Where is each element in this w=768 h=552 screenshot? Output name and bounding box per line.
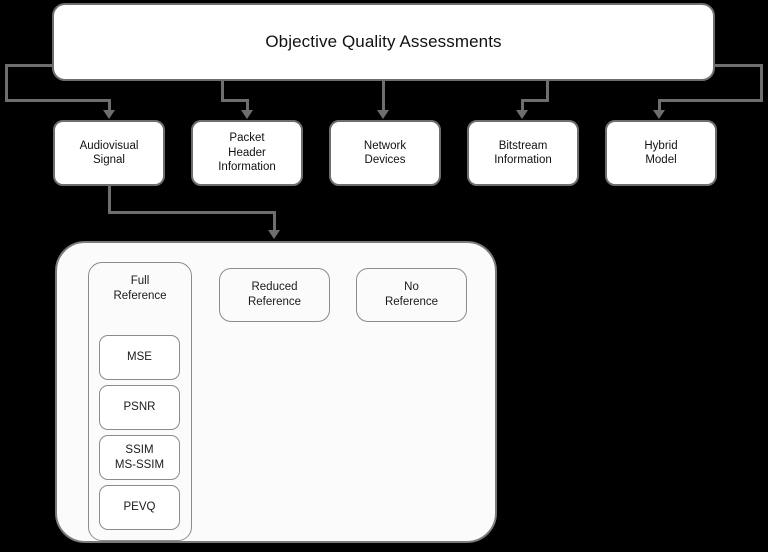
connector-root-to-packet-h1 <box>221 99 249 102</box>
connector-root-to-hybrid-h1 <box>714 64 763 67</box>
box-reduced-reference[interactable]: Reduced Reference <box>219 268 330 322</box>
connector-root-to-hybrid-v1 <box>760 64 763 102</box>
node-label-line2: Information <box>494 154 552 166</box>
node-label-line1: Packet <box>229 132 265 145</box>
node-label-line1: Network <box>363 139 407 152</box>
node-label-line1: Bitstream <box>498 139 548 152</box>
connector-root-to-bitstream-v1 <box>546 80 549 102</box>
connector-root-to-hybrid-v2 <box>658 99 661 113</box>
connector-root-to-audiovisual-h2 <box>5 99 111 102</box>
box-no-reference[interactable]: No Reference <box>356 268 467 322</box>
node-packet-header-information[interactable]: Packet Header Information <box>191 120 303 186</box>
node-hybrid-model[interactable]: Hybrid Model <box>605 120 717 186</box>
node-label-line2: Signal <box>93 154 125 166</box>
box-label-line2: Reference <box>113 289 167 302</box>
node-network-devices[interactable]: Network Devices <box>329 120 441 186</box>
arrowhead-packet-header <box>241 110 253 119</box>
arrowhead-network-devices <box>377 110 389 119</box>
box-label-line1: No <box>404 281 419 294</box>
node-audiovisual-signal[interactable]: Audiovisual Signal <box>53 120 165 186</box>
box-label-line1: Full <box>130 275 150 287</box>
node-objective-quality-assessments[interactable]: Objective Quality Assessments <box>52 3 715 81</box>
box-full-reference-label: Full Reference <box>89 263 191 304</box>
node-label: Objective Quality Assessments <box>265 32 502 52</box>
connector-root-to-packet-v1 <box>221 80 224 102</box>
metric-label-line1: MSE <box>127 351 152 364</box>
box-label-line2: Reference <box>247 296 302 308</box>
arrowhead-bitstream <box>516 110 528 119</box>
node-label-line2: Devices <box>364 154 406 166</box>
connector-root-to-hybrid-h2 <box>658 99 763 102</box>
arrowhead-reference-panel <box>268 230 280 239</box>
connector-audiovisual-to-panel-h1 <box>108 211 276 214</box>
node-label-line2: Header <box>228 146 266 159</box>
node-bitstream-information[interactable]: Bitstream Information <box>467 120 579 186</box>
connector-root-to-audiovisual-v1 <box>5 64 8 102</box>
connector-root-to-audiovisual-v2 <box>108 99 111 113</box>
box-label-line1: Reduced <box>251 281 298 294</box>
connector-audiovisual-to-panel-v2 <box>273 211 276 233</box>
box-metric-psnr[interactable]: PSNR <box>99 385 180 430</box>
connector-audiovisual-to-panel-v1 <box>108 185 111 214</box>
arrowhead-hybrid-model <box>653 110 665 119</box>
connector-root-to-bitstream-v2 <box>521 99 524 113</box>
connector-root-to-network-v1 <box>382 80 385 112</box>
connector-root-to-bitstream-h1 <box>521 99 549 102</box>
connector-root-to-packet-v2 <box>246 99 249 113</box>
box-metric-mse[interactable]: MSE <box>99 335 180 380</box>
metric-label-line1: PSNR <box>123 401 156 414</box>
node-label-line1: Hybrid <box>644 139 678 152</box>
box-label-line2: Reference <box>384 296 439 308</box>
connector-root-to-audiovisual-h1 <box>5 64 54 67</box>
box-metric-pevq[interactable]: PEVQ <box>99 485 180 530</box>
metric-label-line1: PEVQ <box>123 501 156 514</box>
metric-label-line1: SSIM <box>125 443 154 456</box>
node-label-line2: Model <box>645 154 677 166</box>
box-metric-ssim[interactable]: SSIM MS-SSIM <box>99 435 180 480</box>
node-label-line1: Audiovisual <box>79 139 139 152</box>
arrowhead-audiovisual <box>103 110 115 119</box>
node-label-line3: Information <box>218 161 276 174</box>
metric-label-line2: MS-SSIM <box>114 458 165 471</box>
